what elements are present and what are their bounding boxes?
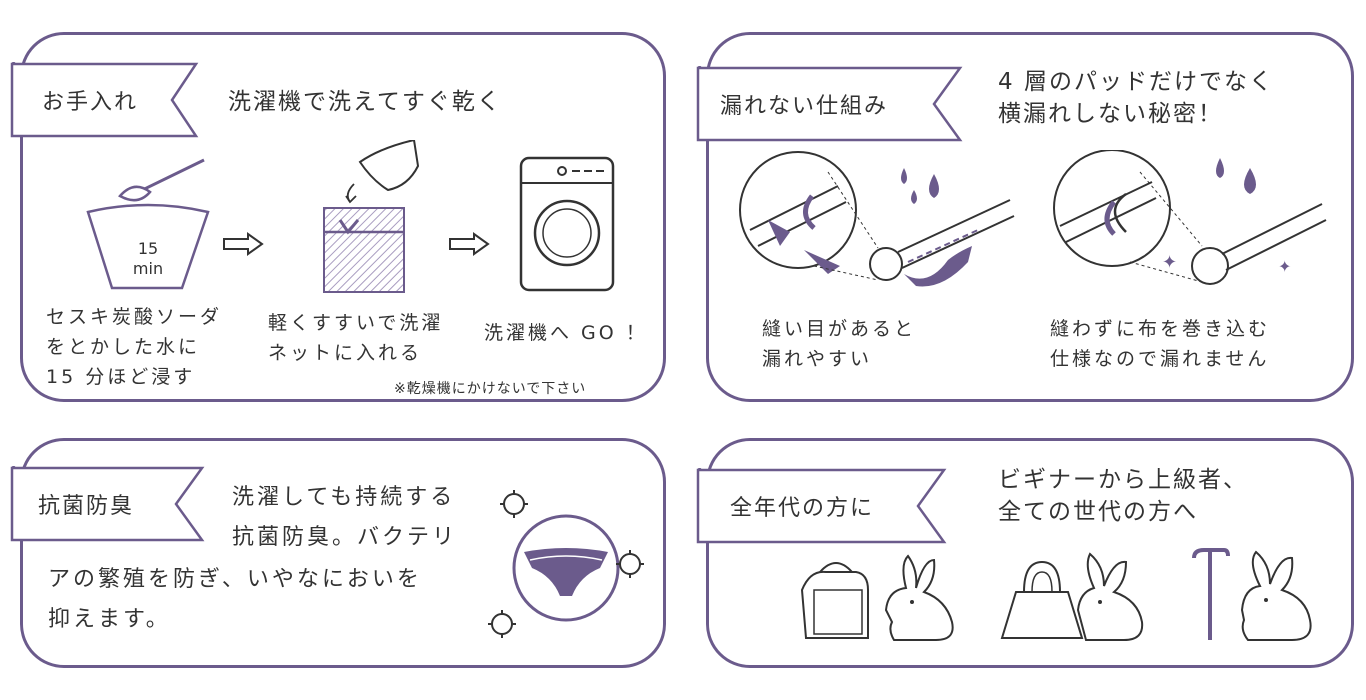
antibacterial-tag-label: 抗菌防臭 (38, 494, 135, 519)
measuring-cup-icon: 15 min (86, 158, 210, 290)
wrapped-edge-illustration: ✦ ✦ (1053, 150, 1327, 285)
seamed-caption: 縫い目があると 漏れやすい (762, 318, 917, 370)
washing-machine-icon (519, 156, 615, 292)
antibacterial-line-1: 洗濯しても持続する (232, 485, 456, 510)
handbag-rabbit-icon (1000, 552, 1144, 641)
ribbon-shape (10, 62, 199, 138)
timer-unit: min (133, 259, 163, 278)
protected-underwear-icon (488, 490, 644, 638)
care-tag: お手入れ (10, 62, 200, 138)
antibacterial-line-2: 抗菌防臭。バクテリ (232, 525, 458, 550)
all-ages-tag: 全年代の方に (696, 468, 948, 544)
arrow-right-icon (449, 232, 490, 256)
leakproof-tag-label: 漏れない仕組み (720, 94, 889, 119)
care-tag-label: お手入れ (42, 90, 139, 115)
seamed-edge-illustration (739, 151, 1015, 287)
step1-caption: セスキ炭酸ソーダ をとかした水に 15 分ほど浸す (46, 306, 223, 388)
sparkle-icon: ✦ (1278, 257, 1291, 276)
school-bag-rabbit-icon (800, 554, 954, 641)
arrow-right-icon (223, 232, 264, 256)
leakproof-tag: 漏れない仕組み (696, 66, 964, 142)
antibacterial-tag: 抗菌防臭 (10, 466, 206, 542)
step3-caption: 洗濯機へ GO ！ (484, 322, 648, 344)
all-ages-tag-label: 全年代の方に (730, 496, 875, 521)
antibacterial-line-4: 抑えます。 (48, 607, 171, 632)
cane-rabbit-icon (1192, 548, 1312, 641)
timer-value: 15 (138, 239, 158, 258)
dryer-warning-note: ※乾燥機にかけないで下さい (394, 381, 587, 397)
care-heading: 洗濯機で洗えてすぐ乾く (228, 89, 502, 115)
leakproof-heading: 4 層のパッドだけでなく 横漏れしない秘密！ (998, 69, 1274, 127)
antibacterial-line-3: アの繁殖を防ぎ、いやなにおいを (48, 567, 422, 592)
ribbon-shape (10, 466, 205, 542)
sparkle-icon: ✦ (1162, 252, 1177, 273)
all-ages-heading: ビギナーから上級者、 全ての世代の方へ (998, 467, 1248, 525)
laundry-net-icon (323, 140, 420, 293)
wrapped-caption: 縫わずに布を巻き込む 仕様なので漏れません (1050, 318, 1271, 370)
step2-caption: 軽くすすいで洗濯 ネットに入れる (268, 312, 444, 364)
ribbon-shape (696, 468, 947, 544)
ribbon-shape (696, 66, 963, 142)
